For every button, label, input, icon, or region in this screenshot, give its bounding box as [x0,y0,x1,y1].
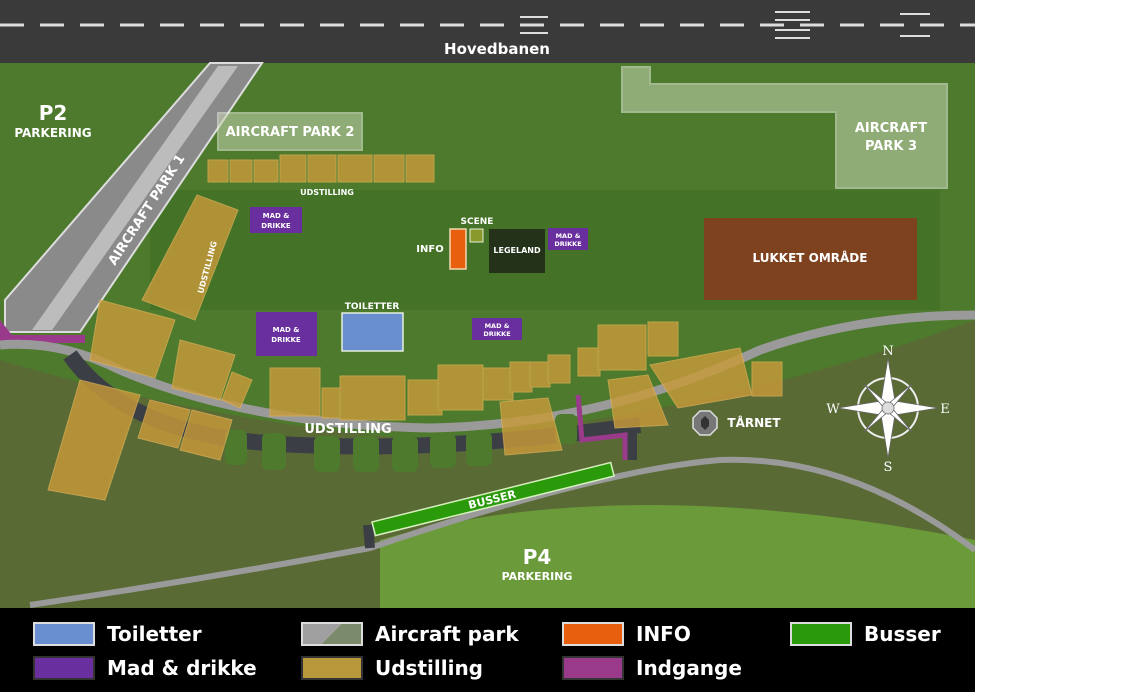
p4-subtitle: PARKERING [502,570,573,583]
aircraft-park-2[interactable] [217,112,363,151]
legend-swatch [33,622,95,646]
aircraft-park-1-taxi [32,66,238,330]
udstilling-main-label: UDSTILLING [304,422,391,437]
parking-bays [225,414,577,472]
legend-item-info: INFO [562,622,691,646]
mad-label: DRIKKE [554,240,581,248]
legend-label: Indgange [636,656,742,680]
legend-swatch [562,656,624,680]
legend-item-udstilling: Udstilling [301,656,483,680]
runway-label: Hovedbanen [444,40,550,58]
legend-swatch [562,622,624,646]
mad-drikke-1[interactable]: MAD & DRIKKE [250,207,302,233]
bus-connector [363,430,637,549]
compass-s: S [884,460,893,475]
mad-label: MAD & [263,212,290,220]
scene[interactable] [469,228,484,243]
taarnet-label: TÅRNET [727,415,781,430]
aircraft-park-3-label-1: AIRCRAFT [855,121,927,136]
legend-item-toiletter: Toiletter [33,622,202,646]
legend-swatch [301,656,363,680]
legend-label: Toiletter [107,622,202,646]
lukket-label: LUKKET OMRÅDE [753,250,868,265]
mad-label: DRIKKE [261,222,291,230]
legend-label: Busser [864,622,941,646]
entrance-tower[interactable] [575,394,628,460]
toiletter[interactable] [341,312,404,352]
info-label: INFO [416,244,443,255]
mad-label: MAD & [556,232,581,240]
p2-title: P2 [39,101,68,125]
compass-n: N [882,344,893,359]
mad-label: MAD & [485,322,510,330]
legend-swatch [790,622,852,646]
legend-swatch [301,622,363,646]
info-booth[interactable] [449,228,467,270]
map-legend: Toiletter Aircraft park INFO Busser Mad … [0,608,975,692]
legend-swatch [33,656,95,680]
p4-field [380,505,975,608]
legend-label: Mad & drikke [107,656,257,680]
udstilling-areas[interactable] [47,154,783,501]
main-runway [0,0,975,63]
compass-w: W [826,402,840,417]
udstilling-top-label: UDSTILLING [300,188,354,197]
legend-label: Aircraft park [375,622,519,646]
legend-item-indgange: Indgange [562,656,742,680]
entrance-p2[interactable] [0,320,85,343]
aircraft-park-3[interactable] [621,66,948,189]
legeland[interactable] [489,229,545,273]
aircraft-park-2-label: AIRCRAFT PARK 2 [226,125,355,140]
legeland-label: LEGELAND [493,246,541,255]
festival-map: Hovedbanen AIRCRAFT PARK 1 P2 PARKERING … [0,0,975,608]
compass-e: E [940,402,950,417]
lukket-omraade [704,218,917,300]
aircraft-park-3-label-2: PARK 3 [865,139,917,154]
mad-drikke-3[interactable]: MAD & DRIKKE [256,312,317,356]
legend-item-aircraft-park: Aircraft park [301,622,519,646]
p2-subtitle: PARKERING [14,126,91,140]
compass-rose-icon [837,357,939,459]
legend-item-mad-drikke: Mad & drikke [33,656,257,680]
legend-label: Udstilling [375,656,483,680]
mad-drikke-2[interactable]: MAD & DRIKKE [548,228,588,250]
legend-label: INFO [636,622,691,646]
mad-label: MAD & [273,326,300,334]
toiletter-label: TOILETTER [345,302,400,312]
p4-title: P4 [523,545,552,569]
legend-item-busser: Busser [790,622,941,646]
runway-threshold-marks [520,11,930,39]
mad-label: DRIKKE [483,330,510,338]
mad-drikke-4[interactable]: MAD & DRIKKE [472,318,522,340]
mad-label: DRIKKE [271,336,301,344]
tower-top [701,416,709,430]
scene-label: SCENE [461,217,494,227]
